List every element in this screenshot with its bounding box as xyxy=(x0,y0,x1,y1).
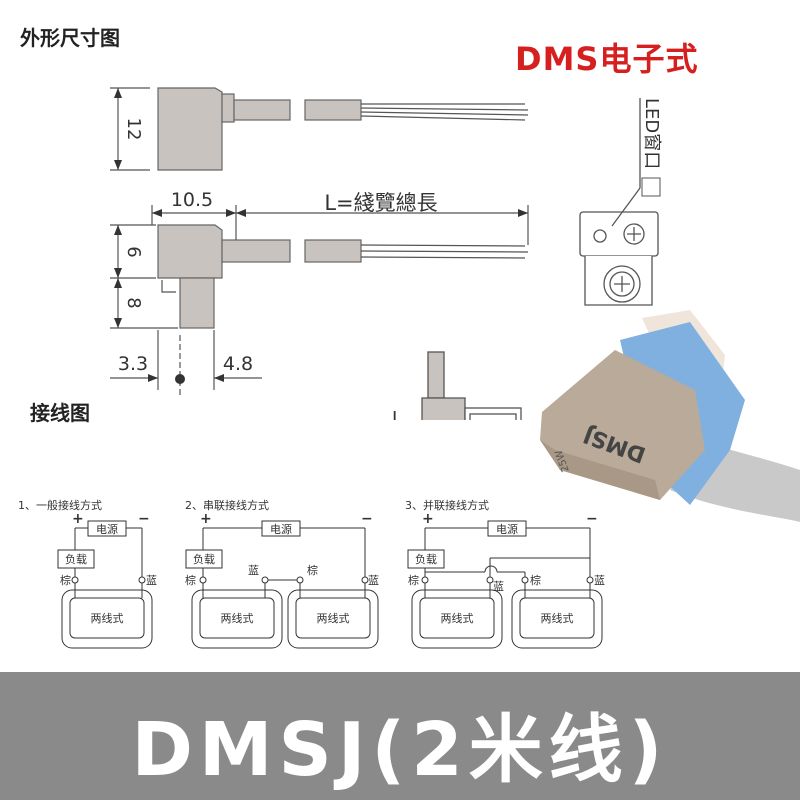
dimension-drawing: 12 10.5 L=綫覽總長 6 8 3.3 4.8 LED窗口 J xyxy=(110,87,662,420)
wiring-diagrams: 1、一般接线方式 + − 电源 负载 棕 蓝 两线式 2、串联接线方式 xyxy=(18,498,605,649)
svg-text:蓝: 蓝 xyxy=(146,574,157,587)
svg-text:电源: 电源 xyxy=(270,522,292,536)
wiring-diagram-title: 接线图 xyxy=(30,401,90,425)
svg-text:棕: 棕 xyxy=(408,573,419,587)
wiring-series: 2、串联接线方式 + − 电源 负载 棕 蓝 棕 蓝 两线式 两 xyxy=(185,498,379,649)
dim-right-offset: 4.8 xyxy=(223,353,253,375)
svg-text:两线式: 两线式 xyxy=(441,611,474,625)
svg-text:棕: 棕 xyxy=(185,573,196,587)
svg-text:两线式: 两线式 xyxy=(317,611,350,625)
led-window-label: LED窗口 xyxy=(641,98,662,169)
svg-text:两线式: 两线式 xyxy=(541,611,574,625)
dim-height-lower: 8 xyxy=(123,297,144,308)
svg-text:+: + xyxy=(422,511,434,527)
svg-text:两线式: 两线式 xyxy=(91,611,124,625)
svg-text:负载: 负载 xyxy=(65,552,87,566)
svg-text:棕: 棕 xyxy=(530,573,541,587)
dim-width-offset: 10.5 xyxy=(171,189,213,211)
svg-text:负载: 负载 xyxy=(415,552,437,566)
j-label: J xyxy=(391,408,397,420)
sensor-top-view xyxy=(157,87,223,171)
dim-height-upper: 6 xyxy=(123,246,144,257)
dim-left-offset: 3.3 xyxy=(118,353,148,375)
svg-text:3、并联接线方式: 3、并联接线方式 xyxy=(405,498,489,512)
svg-text:−: − xyxy=(361,511,373,527)
dimension-drawing-title: 外形尺寸图 xyxy=(20,26,120,50)
svg-text:棕: 棕 xyxy=(307,563,318,577)
footer-model-label: DMSJ(2米线) xyxy=(131,707,669,793)
svg-text:−: − xyxy=(138,511,150,527)
svg-text:2、串联接线方式: 2、串联接线方式 xyxy=(185,498,269,512)
svg-text:−: − xyxy=(586,511,598,527)
wiring-general: 1、一般接线方式 + − 电源 负载 棕 蓝 两线式 xyxy=(18,498,157,649)
j-sensor-body xyxy=(421,397,466,420)
svg-text:蓝: 蓝 xyxy=(594,574,605,587)
cable-sleeve-side xyxy=(221,239,291,263)
mount-bracket-top xyxy=(579,211,659,257)
footer-banner: DMSJ(2米线) xyxy=(0,672,800,800)
svg-text:电源: 电源 xyxy=(496,522,518,536)
svg-text:负载: 负载 xyxy=(193,552,215,566)
svg-text:蓝: 蓝 xyxy=(493,580,504,593)
svg-text:两线式: 两线式 xyxy=(221,611,254,625)
center-point xyxy=(175,374,185,384)
svg-text:电源: 电源 xyxy=(96,522,118,536)
svg-text:1、一般接线方式: 1、一般接线方式 xyxy=(18,498,102,512)
dim-cable-length: L=綫覽總長 xyxy=(324,191,437,215)
svg-text:+: + xyxy=(72,511,84,527)
brand-title: DMS电子式 xyxy=(515,40,699,78)
svg-text:蓝: 蓝 xyxy=(248,564,259,577)
svg-text:棕: 棕 xyxy=(60,573,71,587)
sensor-side-view xyxy=(157,224,223,279)
cable-sleeve-top xyxy=(233,99,291,121)
product-photo: DMSJ 25W xyxy=(540,310,800,522)
dim-height-top: 12 xyxy=(123,118,144,141)
svg-text:蓝: 蓝 xyxy=(368,574,379,587)
wiring-parallel: 3、并联接线方式 + − 电源 负载 棕 蓝 棕 蓝 xyxy=(405,498,605,649)
j-cable-vertical xyxy=(427,351,445,399)
svg-text:+: + xyxy=(200,511,212,527)
